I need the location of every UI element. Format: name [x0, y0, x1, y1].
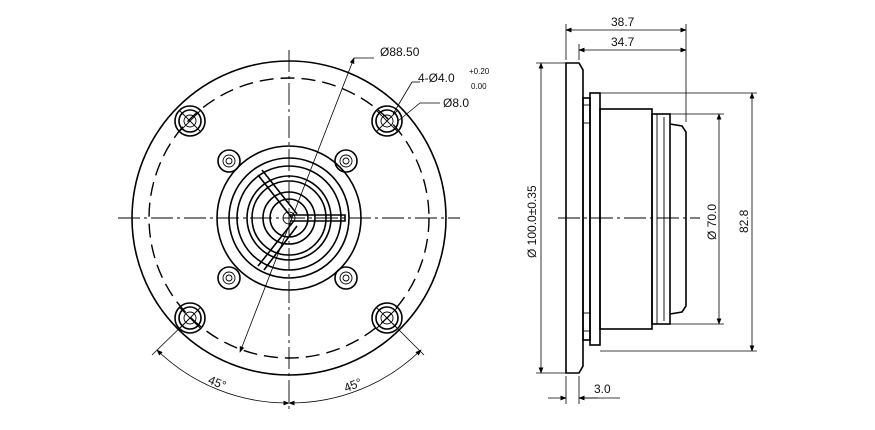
- side-tab-bottom: [582, 312, 591, 332]
- front-view: Ø88.50 4-Ø4.0 +0.20 0.00 Ø8.0 45° 45°: [118, 45, 490, 410]
- angle-extension-right: [386, 317, 425, 356]
- angle-label-left: 45°: [206, 373, 228, 393]
- mounting-hole-top-right: [371, 105, 403, 137]
- mounting-hole-bottom-right: [371, 302, 403, 334]
- plate-screw-bottom-left: [217, 266, 241, 290]
- mounting-depth-label: 34.7: [611, 35, 635, 49]
- body-diameter-label: Ø 70.0: [705, 204, 719, 240]
- plate-screw-top-right: [334, 149, 358, 173]
- hole-spec-label: 4-Ø4.0: [418, 71, 455, 85]
- plate-screw-bottom-right: [334, 266, 358, 290]
- hole-tolerance-lower: 0.00: [471, 82, 487, 91]
- side-rear-cap: [669, 123, 687, 315]
- plate-screw-top-left: [217, 149, 241, 173]
- side-tab-body: [582, 97, 591, 341]
- side-body-front: [589, 92, 601, 346]
- side-tab-top: [582, 104, 591, 124]
- side-body-magnet: [599, 108, 653, 330]
- side-view: 38.7 34.7 Ø 100.0±0.35 Ø 70.0 82.8 3.0: [525, 15, 757, 404]
- front-plate-size-label: 82.8: [737, 209, 751, 233]
- mounting-hole-top-left: [174, 105, 206, 137]
- angle-arc-left: [156, 349, 290, 406]
- hole-leader: [392, 81, 413, 115]
- counterbore-leader: [397, 102, 421, 122]
- pitch-diameter-dimension-line: [239, 57, 355, 353]
- overall-depth-label: 38.7: [611, 15, 635, 29]
- counterbore-label: Ø8.0: [443, 96, 469, 110]
- angle-arc-right: [288, 349, 422, 406]
- angle-label-right: 45°: [342, 375, 364, 395]
- hole-tolerance-upper: +0.20: [469, 67, 490, 76]
- side-body-rear-ring: [651, 113, 671, 325]
- flange-thickness-label: 3.0: [594, 382, 611, 396]
- pitch-diameter-label: Ø88.50: [380, 45, 420, 59]
- flange-diameter-label: Ø 100.0±0.35: [525, 185, 539, 258]
- angle-extension-left: [151, 317, 191, 356]
